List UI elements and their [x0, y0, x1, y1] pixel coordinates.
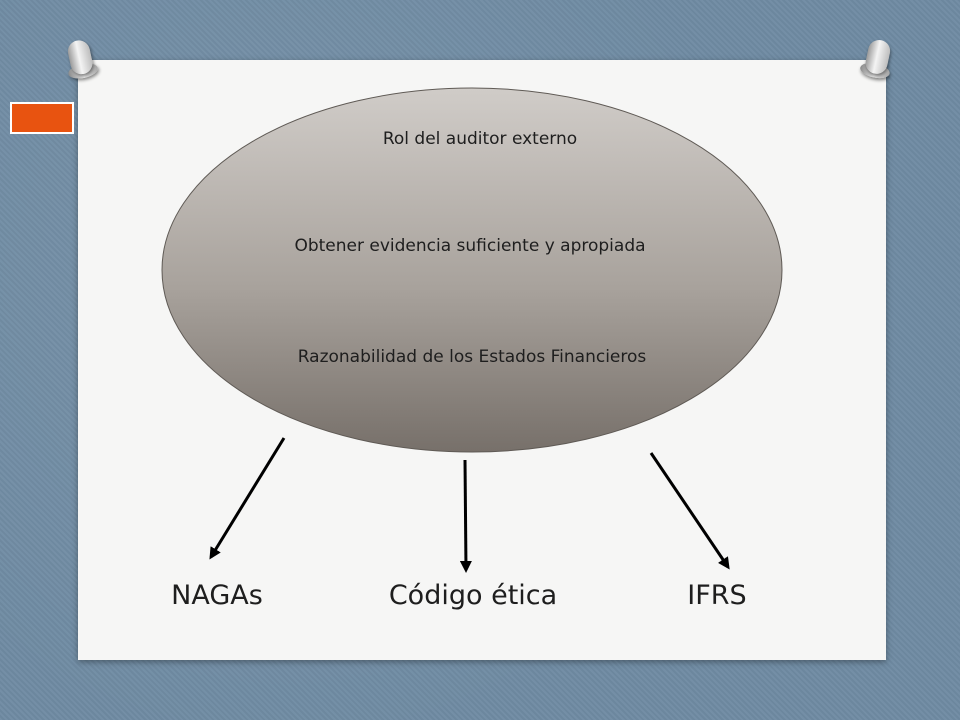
center-ellipse: [161, 87, 783, 453]
arrow-to-nagas: [209, 437, 286, 560]
ellipse-line-reasonableness: Razonabilidad de los Estados Financieros: [297, 347, 647, 367]
node-label-codigo-etica: Código ética: [388, 580, 558, 611]
node-label-ifrs: IFRS: [687, 580, 747, 611]
arrow-to-ifrs: [649, 452, 730, 570]
ellipse-line-role: Rol del auditor externo: [382, 129, 578, 149]
arrow-to-codigo-etica: [459, 459, 472, 573]
ellipse-line-evidence: Obtener evidencia suficiente y apropiada: [294, 236, 646, 256]
accent-tab: [10, 102, 74, 134]
node-label-nagas: NAGAs: [171, 580, 263, 611]
